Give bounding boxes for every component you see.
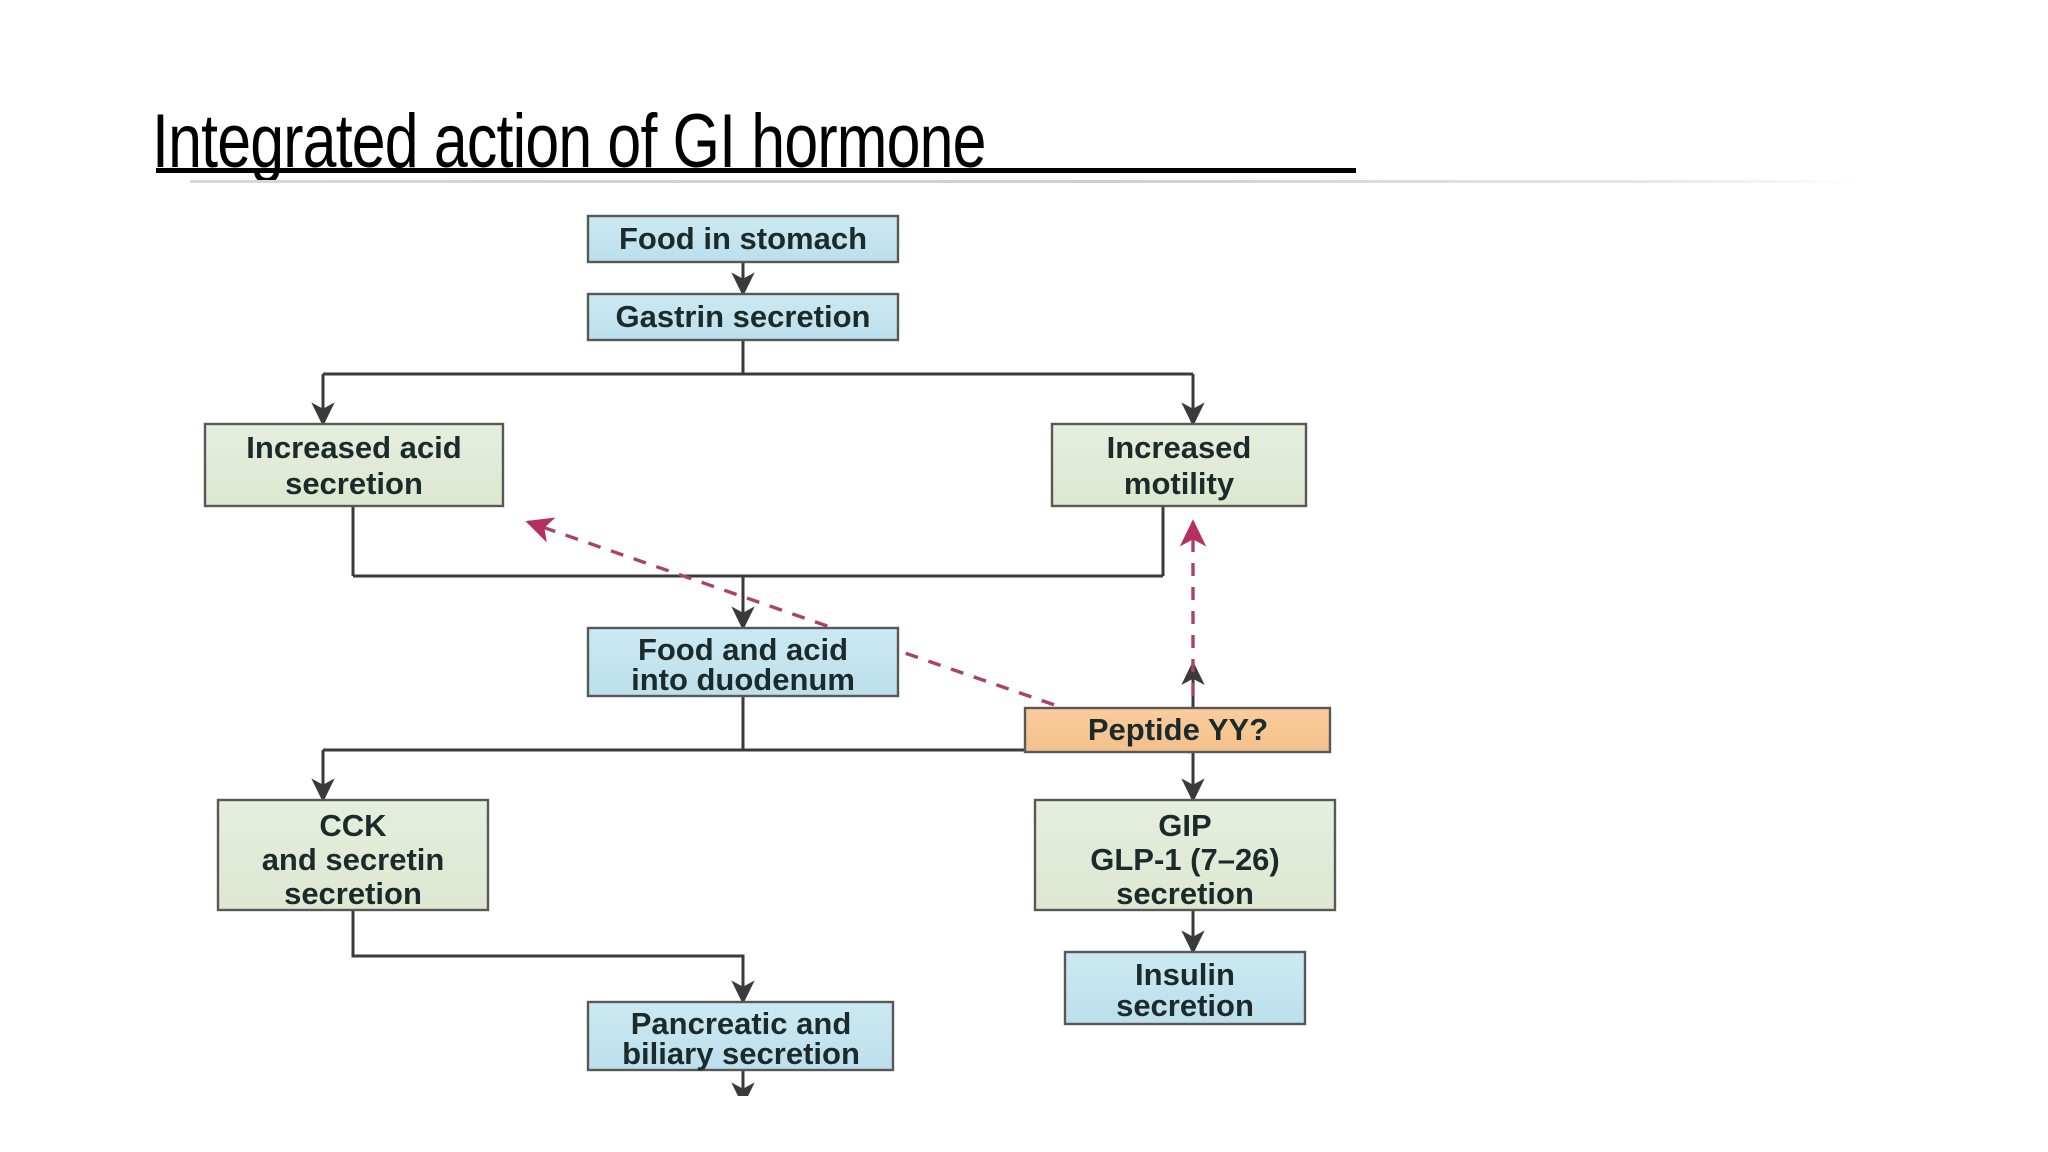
node-peptide-yy[interactable]: Peptide YY? (1023, 706, 1332, 754)
node-insulin-secretion[interactable]: Insulin secretion (1063, 950, 1307, 1026)
node-label-line1: Pancreatic and (631, 1006, 852, 1041)
node-label-line3: secretion (284, 876, 422, 911)
node-increased-acid-secretion[interactable]: Increased acid secretion (203, 422, 505, 508)
node-label-line2: biliary secretion (622, 1036, 860, 1071)
node-label-line1: GIP (1158, 808, 1211, 843)
node-label-line2: GLP-1 (7–26) (1090, 842, 1280, 877)
node-label: Gastrin secretion (616, 299, 871, 334)
node-gastrin-secretion[interactable]: Gastrin secretion (586, 292, 900, 342)
node-label-line1: Insulin (1135, 957, 1235, 992)
node-label-line2: into duodenum (631, 662, 855, 697)
edge-cck-to-pancreatic (351, 910, 755, 1005)
node-label-line1: Increased acid (246, 430, 461, 465)
node-label-line2: and secretin (262, 842, 445, 877)
node-label-line1: Increased (1107, 430, 1252, 465)
node-label-line1: CCK (319, 808, 387, 843)
node-label-line3: secretion (1116, 876, 1254, 911)
node-label: Food in stomach (619, 221, 867, 256)
title-separator-rule (190, 180, 1862, 183)
node-increased-motility[interactable]: Increased motility (1050, 422, 1308, 508)
gi-hormone-flowchart: Food in stomach Gastrin secretion Increa… (190, 196, 1750, 1096)
node-cck-and-secretin-secretion[interactable]: CCK and secretin secretion (216, 798, 490, 912)
node-label-line1: Food and acid (638, 632, 848, 667)
node-pancreatic-and-biliary-secretion[interactable]: Pancreatic and biliary secretion (586, 1000, 895, 1072)
edge-peptideyy-to-acid-dashed (525, 517, 1191, 754)
node-label-line2: secretion (285, 466, 423, 501)
node-food-and-acid-into-duodenum[interactable]: Food and acid into duodenum (586, 626, 900, 698)
node-label: Peptide YY? (1088, 712, 1268, 747)
node-label-line2: secretion (1116, 988, 1254, 1023)
node-food-in-stomach[interactable]: Food in stomach (586, 214, 900, 264)
node-gip-glp1-secretion[interactable]: GIP GLP-1 (7–26) secretion (1033, 798, 1337, 912)
node-label-line2: motility (1124, 466, 1235, 501)
page-title: Integrated action of GI hormone (152, 99, 986, 184)
title-underline (156, 168, 1356, 173)
